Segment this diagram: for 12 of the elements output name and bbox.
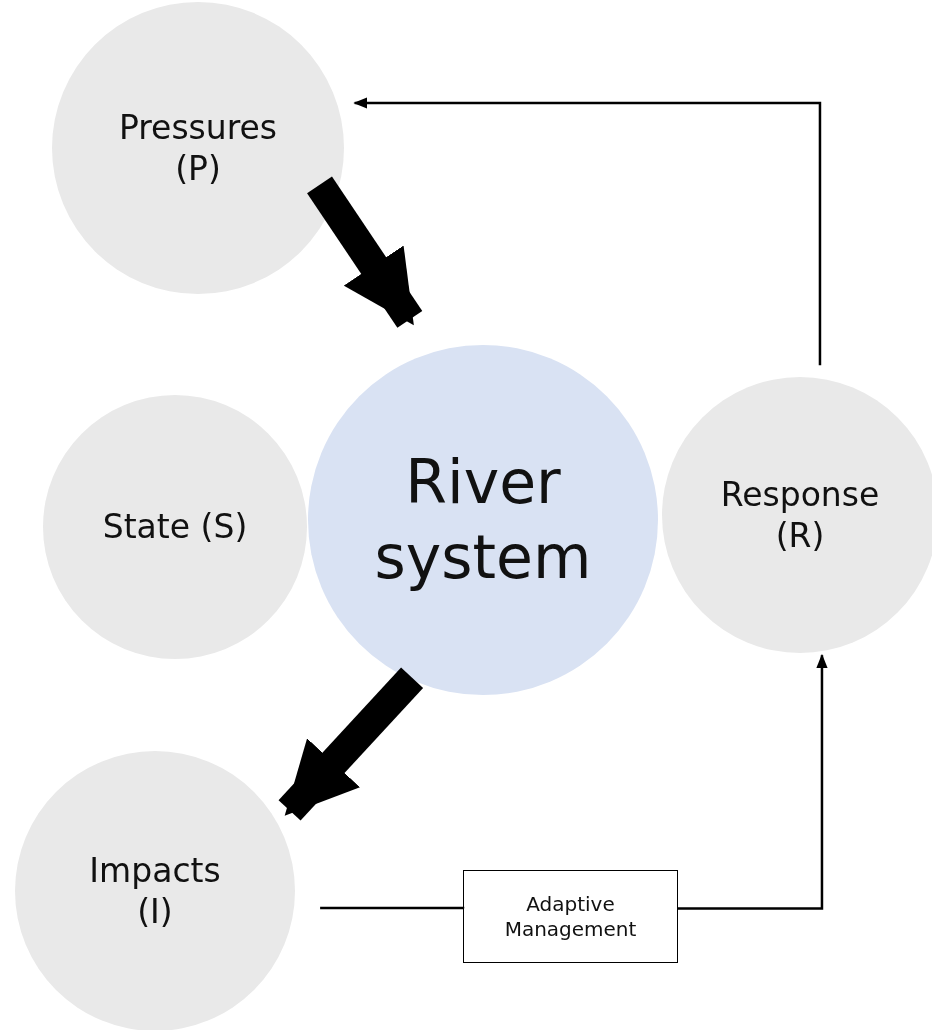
process-box — [463, 870, 678, 963]
node-label: Response (R) — [719, 473, 881, 557]
arrow — [353, 97, 822, 366]
node-label: Impacts (I) — [88, 849, 222, 933]
node-label: Adaptive Management — [503, 891, 638, 942]
thick-arrow — [307, 176, 423, 328]
node-label: Pressures (P) — [117, 106, 279, 190]
node-label: State (S) — [102, 506, 248, 548]
connector-line — [320, 906, 465, 910]
thick-arrow — [278, 667, 424, 821]
node-label: River system — [373, 446, 593, 594]
arrow — [678, 653, 828, 910]
